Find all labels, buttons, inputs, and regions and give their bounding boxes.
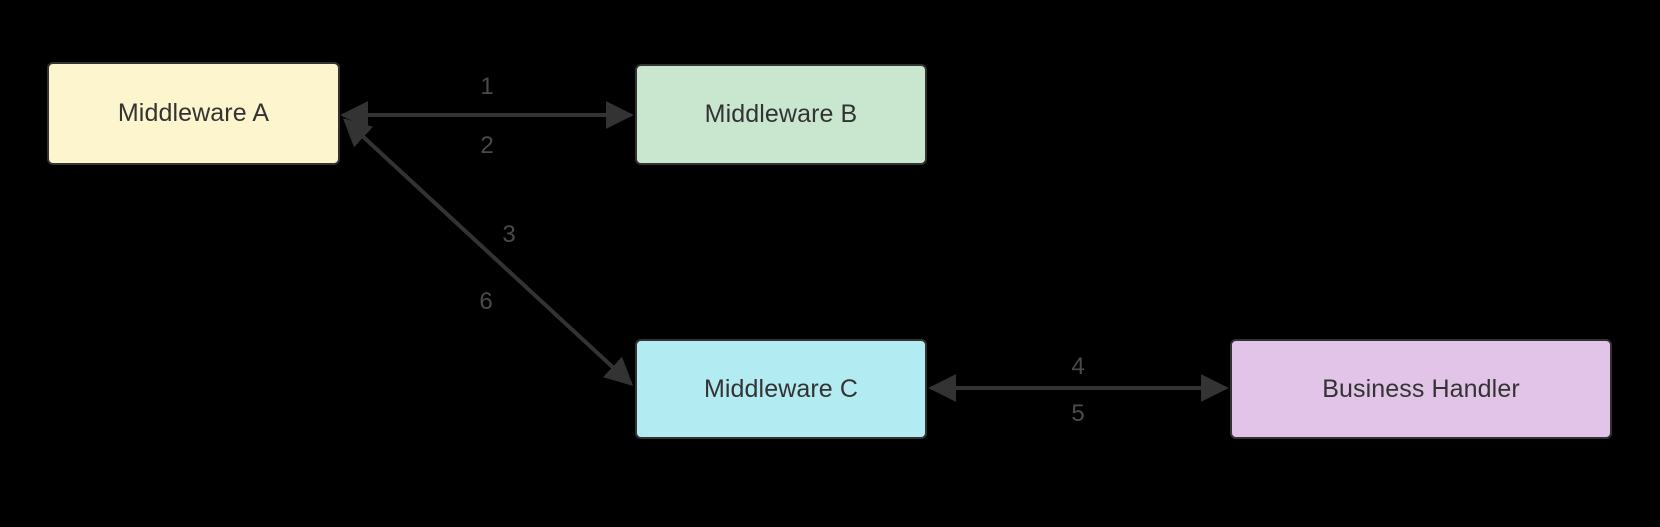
node-label: Middleware A bbox=[117, 99, 270, 127]
node-middleware-c[interactable]: Middleware C bbox=[635, 339, 927, 439]
node-middleware-b[interactable]: Middleware B bbox=[635, 64, 927, 165]
node-label: Middleware C bbox=[703, 374, 859, 403]
node-business-handler[interactable]: Business Handler bbox=[1230, 339, 1612, 439]
node-label: Middleware B bbox=[704, 100, 858, 128]
node-middleware-a[interactable]: Middleware A bbox=[47, 62, 340, 165]
node-label: Business Handler bbox=[1322, 374, 1520, 403]
edge-middleware-a-to-middleware-c bbox=[342, 118, 634, 386]
